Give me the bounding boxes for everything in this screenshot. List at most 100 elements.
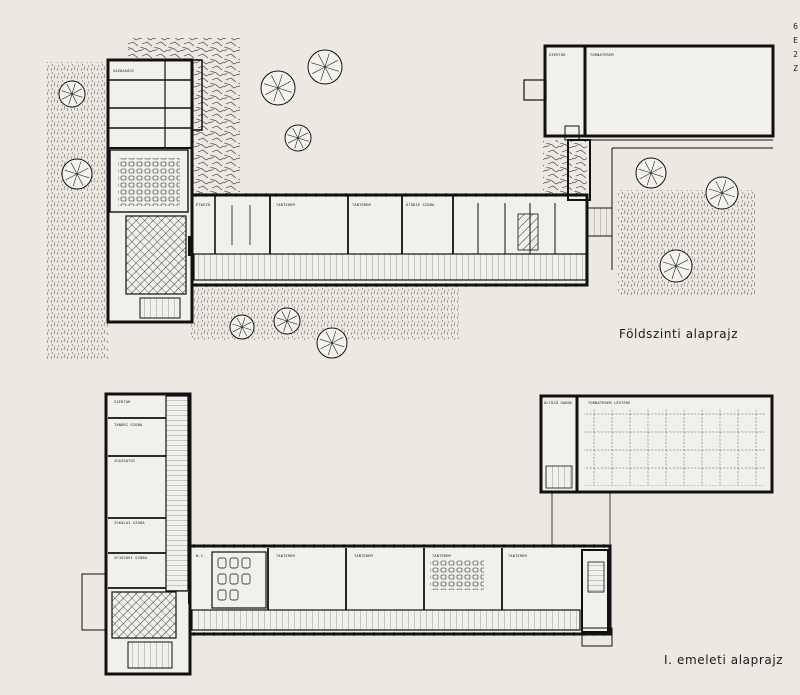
tree-branch <box>675 259 689 267</box>
tree-branch <box>277 87 292 93</box>
tree-branch <box>277 320 288 327</box>
tree-branch <box>663 265 677 273</box>
room-label: ÖTÖDIK SZOBA <box>406 202 435 207</box>
garden-right <box>618 190 756 295</box>
room-label: TANTEREM <box>352 203 372 207</box>
tree-branch <box>62 93 73 100</box>
tree-branch <box>721 179 727 194</box>
ground-corridor <box>193 253 587 281</box>
edge-mark: E <box>793 36 798 45</box>
tree-branch <box>286 315 297 322</box>
tree-branch <box>331 336 344 344</box>
room-label: TANTEREM <box>354 554 374 558</box>
tree-branch <box>675 252 681 267</box>
tree-branch <box>331 342 339 355</box>
tree-branch <box>64 169 78 175</box>
room-label: TORNATEREM LÉGTERE <box>588 400 631 405</box>
tree-branch <box>708 188 723 194</box>
room-label: TANTEREM <box>276 554 296 558</box>
edge-mark: 2 <box>793 50 798 59</box>
tree-branch <box>238 326 243 337</box>
tree-branch <box>72 173 78 187</box>
tree-branch <box>232 323 243 328</box>
tree-branch <box>277 81 291 89</box>
edge-mark: Z <box>793 64 798 73</box>
tree-branch <box>76 173 84 186</box>
room-label: TANTEREM <box>508 554 528 558</box>
tree-branch <box>675 265 690 271</box>
stone-stair-area <box>543 140 587 196</box>
tree-branch <box>287 134 299 139</box>
ground-stair-left <box>139 297 181 319</box>
tree-branch <box>277 74 283 89</box>
first-floor-caption: I. emeleti alaprajz <box>664 653 784 667</box>
room-label: TANTEREM <box>432 554 452 558</box>
tree-branch <box>650 160 656 174</box>
tree-branch <box>264 83 279 89</box>
tree-branch <box>721 186 735 194</box>
tree-branch <box>318 54 326 68</box>
tree-branch <box>650 166 663 174</box>
first-corridor <box>191 609 581 631</box>
first-stair-right <box>581 549 609 633</box>
tree-branch <box>71 93 83 98</box>
tree-branch <box>650 172 658 185</box>
tree-branch <box>320 342 333 350</box>
dining-tables <box>118 158 180 206</box>
tree-branch <box>325 331 333 344</box>
tree-branch <box>292 128 299 139</box>
tree-branch <box>286 320 293 331</box>
tree-branch <box>327 342 333 356</box>
tree-branch <box>324 60 338 68</box>
tree-branch <box>324 66 332 80</box>
tree-branch <box>273 87 279 102</box>
tree-branch <box>297 137 304 148</box>
classroom-desks <box>430 560 484 590</box>
room-label: W.C. <box>196 554 205 558</box>
tree-branch <box>277 87 285 101</box>
tree-branch <box>65 173 78 181</box>
tree-branch <box>294 137 299 149</box>
room-label: TANÁRI SZOBA <box>114 422 143 427</box>
room-label: TANTEREM <box>276 203 296 207</box>
tree-branch <box>331 330 337 344</box>
tree-branch <box>265 87 279 95</box>
gymnasium-ground <box>583 44 775 138</box>
tree-branch <box>288 137 299 144</box>
tree-branch <box>650 172 664 178</box>
tree-branch <box>721 192 729 206</box>
tree-branch <box>709 192 723 200</box>
tree-branch <box>70 162 78 175</box>
tree-branch <box>236 317 243 328</box>
tree-branch <box>71 93 78 104</box>
tree-branch <box>311 62 326 68</box>
tree-branch <box>71 88 82 95</box>
room-label: TORNATEREM <box>590 53 614 57</box>
tree-branch <box>297 132 308 139</box>
tree-branch <box>61 90 73 95</box>
tree-branch <box>319 338 333 344</box>
tree-branch <box>320 66 326 81</box>
first-floor-plan: SZERTÁR TANÁRI SZOBA IGAZGATÓI ISKOLAI S… <box>81 392 774 676</box>
tree-branch <box>312 66 326 74</box>
tree-branch <box>646 172 652 186</box>
tree-branch <box>76 161 82 175</box>
ground-exterior-stair <box>587 207 613 237</box>
edge-mark: 6 <box>793 22 798 31</box>
tree-branch <box>717 192 723 207</box>
tree-branch <box>638 168 652 174</box>
room-label: SZERTÁR <box>549 52 566 57</box>
tree-branch <box>276 317 288 322</box>
tree-branch <box>671 265 677 280</box>
tree-branch <box>66 84 73 95</box>
tree-branch <box>281 311 288 322</box>
tree-branch <box>644 161 652 174</box>
room-label: ÖLTÖZŐ GARDE <box>544 400 572 405</box>
first-left-corridor <box>165 395 189 592</box>
tree-branch <box>297 137 309 142</box>
gym-annex-ground <box>543 44 587 138</box>
tree-branch <box>68 93 73 105</box>
tree-branch <box>675 265 683 279</box>
